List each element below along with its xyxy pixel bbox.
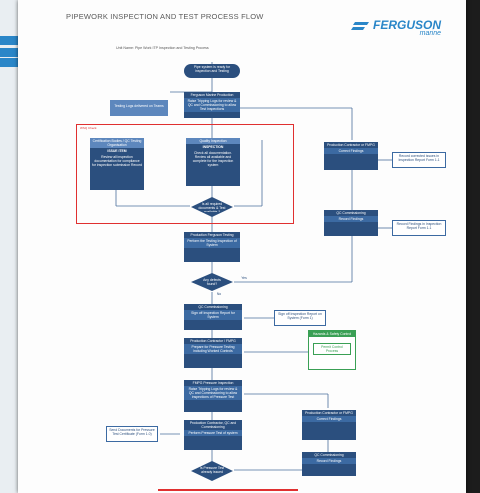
node-text: Record Findings in Inspection Report For… [396,222,442,230]
node-body: Review all inspection documentation for … [92,155,142,167]
process-box: Production Ferguson Testing Perform the … [184,232,240,262]
node-body: Permit Control Process [313,343,351,355]
process-box: Production Contractor, QC and Commission… [184,420,242,450]
window-strip [0,48,26,57]
page-title: PIPEWORK INSPECTION AND TEST PROCESS FLO… [66,12,264,21]
safety-control-box: Hazards & Safety Control Permit Control … [308,330,356,370]
process-box: QC Commissioning Sign off Inspection Rep… [184,304,242,330]
node-body: Perform the Testing Inspection of System [184,238,240,248]
wsq-region [76,124,294,224]
process-box: Production Contractor or FMPG Correct Fi… [302,410,356,440]
logo-icon [351,22,369,30]
node-body: Raise Tripping Logs for review & QC and … [184,386,242,400]
node-header: Hazards & Safety Control [309,331,355,337]
decision-diamond [191,197,233,217]
decision-diamond [191,273,233,291]
edge-label-no: No [216,292,222,296]
node-text: Pipe system is ready for inspection and … [193,65,231,73]
decision-text: Is all required documents & Test availab… [198,202,226,212]
node-header: Production Ferguson Testing [190,233,234,237]
connector-lines [115,62,392,471]
node-header: QC Commissioning [198,305,228,309]
decision-text: Is Pressure Test already issued [199,466,225,474]
process-box: Ferguson Marine Production Raise Trippin… [184,92,240,118]
node-header: Production Contractor / FMPG [190,339,236,343]
window-strip [0,58,26,67]
process-box: QC Commissioning Record Findings [324,210,378,236]
node-body: Sign off Inspection Report for System [184,310,242,320]
process-box: Production Contractor / FMPG Prepare for… [184,338,242,368]
process-box: FMPG Pressure Inspection Raise Tripping … [184,380,242,412]
node-header: FMPG Pressure Inspection [192,381,234,385]
node-header: Certification Bodies / QC Testing Organi… [90,138,144,148]
node-text: Record corrected issues in Inspection Re… [398,154,440,162]
node-text: Sign off Inspection Report on System (Fo… [278,312,322,320]
edge-label-yes: Yes [241,276,247,280]
node-subheader: ISSUE ITEM [107,149,127,153]
node-body: Record Findings [324,216,378,222]
record-note: Record corrected issues in Inspection Re… [392,152,446,168]
node-subheader: INSPECTION [202,145,224,149]
process-box: Certification Bodies / QC Testing Organi… [90,138,144,190]
node-body: Prepare for Pressure Testing including W… [184,344,242,354]
region-border-continued [158,489,298,491]
node-header: QC Commissioning [336,211,366,215]
process-box: Quality Inspection INSPECTION Check all … [186,138,240,186]
logo-subtitle: marine [419,30,442,37]
node-header: Production Contractor, QC and Commission… [189,421,237,429]
process-box: Production Contractor or FMPG Correct Fi… [324,142,378,170]
record-note: Sign off Inspection Report on System (Fo… [274,310,326,326]
region-label: WSQ Check [80,126,97,130]
logo-name: FERGUSON [373,18,442,32]
document-page: PIPEWORK INSPECTION AND TEST PROCESS FLO… [18,0,466,493]
node-body: Check all documentation. Review all avai… [192,151,234,167]
company-logo: FERGUSON marine [351,18,442,37]
record-note: Send Documents for Pressure Test Certifi… [106,426,158,442]
process-box: QC Commissioning Record Findings [302,452,356,476]
start-node: Pipe system is ready for inspection and … [184,64,240,78]
node-text: Testing Logs delivered on Teams [114,104,164,108]
node-header: Production Contractor or FMPG [305,411,353,415]
decision-text: Any defects found? [203,278,221,286]
decision-diamond [191,461,233,481]
node-body: Correct Findings [324,148,378,154]
node-header: Quality Inspection [186,138,240,144]
node-header: QC Commissioning [314,453,344,457]
node-body: Raise Tripping Logs for review & QC and … [184,98,240,112]
window-strip [0,36,26,45]
node-header: Ferguson Marine Production [190,93,234,97]
record-note: Record Findings in Inspection Report For… [392,220,446,236]
node-text: Send Documents for Pressure Test Certifi… [109,428,155,436]
node-body: Perform Pressure Test of system [184,430,242,436]
side-note: Testing Logs delivered on Teams [110,100,168,116]
node-header: Production Contractor or FMPG [327,143,375,147]
flow-caption: Unit Name: Pipe Work ITP Inspection and … [116,46,209,50]
node-body: Correct Findings [302,416,356,422]
node-body: Record Findings [302,458,356,464]
